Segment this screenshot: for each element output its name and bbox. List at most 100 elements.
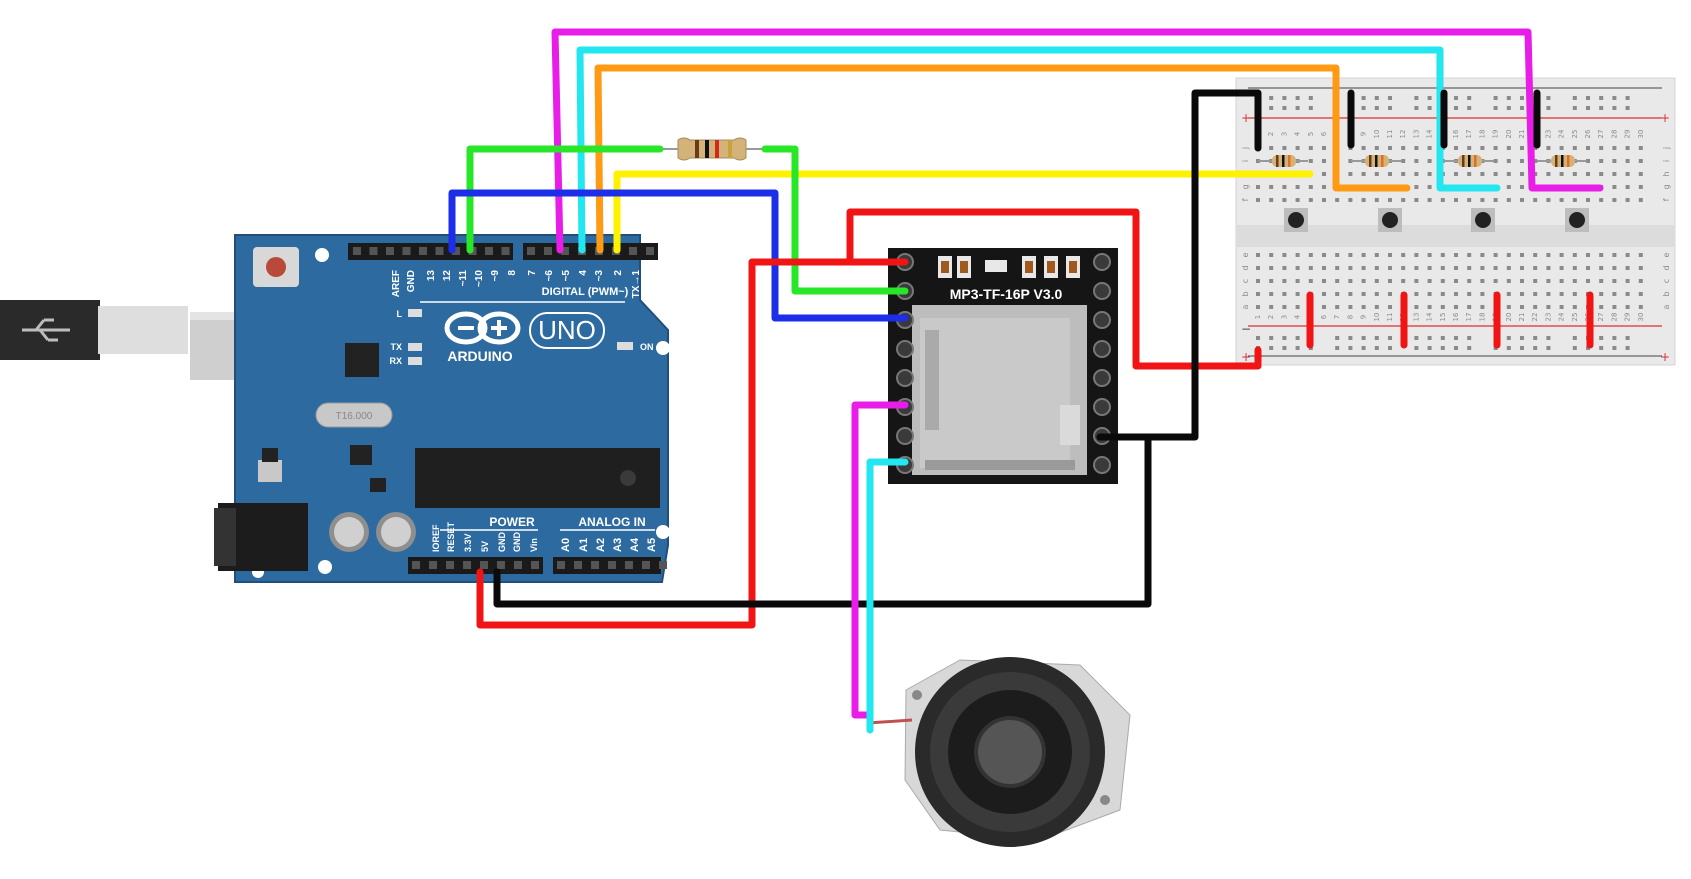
breadboard-column-number: 7 [1333,315,1341,319]
breadboard-column-number: 30 [1637,313,1645,322]
breadboard-column-number: 27 [1597,130,1605,139]
power-header-title: POWER [489,515,535,529]
breadboard-column-number: 18 [1478,313,1486,322]
digital-pin-label: 13 [426,270,437,282]
breadboard-row-letter: d [1662,265,1671,270]
breadboard-column-number: 3 [1280,315,1288,319]
atmega-chip [415,448,660,508]
breadboard-column-number: 14 [1426,129,1434,138]
breadboard-column-number: 20 [1505,130,1513,139]
mp3-tf-16p-module: MP3-TF-16P V3.0 [888,248,1118,484]
breadboard-column-number: 9 [1360,132,1368,136]
breadboard-column-number: 2 [1267,132,1275,136]
analog-pin-label: A2 [595,538,607,552]
breadboard-column-number: 11 [1386,313,1394,322]
breadboard-row-letter: j [1241,147,1250,150]
wire-red-2 [846,208,1262,370]
usb-icon [22,318,70,342]
rail-plus-tl: + [1241,111,1251,125]
breadboard-row-letter: a [1241,304,1250,309]
wires [448,28,1604,734]
breadboard-column-number: 24 [1558,312,1566,321]
wire-cyan [576,46,1501,254]
power-pin-label: Vin [529,538,539,552]
wire-magenta-speaker [851,401,909,719]
rail-minus-bl: − [1241,322,1251,336]
rail-plus-br: + [1660,350,1670,364]
breadboard-row-letter: i [1662,160,1671,162]
digital-pin-label: 12 [442,270,453,282]
breadboard-row-letter: a [1662,304,1671,309]
breadboard-column-number: 15 [1439,313,1447,322]
breadboard-column-number: 21 [1518,130,1526,139]
wire-black-2 [1144,89,1262,441]
breadboard-row-letter: d [1241,265,1250,270]
breadboard-column-number: 12 [1399,130,1407,139]
breadboard-column-number: 19 [1492,130,1500,139]
rail-plus-tr: + [1660,111,1670,125]
wire-blue [448,189,909,322]
wire-red [476,258,909,629]
breadboard-column-number: 20 [1505,313,1513,322]
digital-pin-label: 4 [578,270,589,276]
digital-pin-label: ~9 [490,270,501,282]
wire-black [493,433,1152,608]
arduino-model: UNO [538,315,596,345]
breadboard-column-number: 6 [1320,131,1328,136]
digital-pin-label: ~3 [594,270,605,282]
breadboard-column-number: 17 [1465,313,1473,322]
breadboard-row-letter: c [1662,279,1671,283]
analog-pin-label: A5 [646,538,658,552]
breadboard-column-number: 14 [1426,312,1434,321]
arduino-uno: T16.000 ARDUINO UNO L TX [214,234,670,583]
digital-header-title: DIGITAL (PWM~) [542,286,629,298]
breadboard-column-number: 22 [1531,313,1539,322]
breadboard-row-letter: f [1662,198,1671,201]
breadboard-column-number: 4 [1294,314,1302,319]
breadboard-column-number: 26 [1584,129,1592,138]
arduino-logo-text: ARDUINO [447,348,512,364]
breadboard-row-letter: g [1241,184,1250,189]
breadboard-column-number: 18 [1478,130,1486,139]
analog-pin-label: A0 [560,538,572,552]
wire-green [466,145,664,254]
crystal-label: T16.000 [336,411,373,422]
breadboard-column-number: 23 [1544,313,1552,322]
on-label: ON [640,342,654,352]
breadboard-column-number: 30 [1637,130,1645,139]
breadboard-column-number: 5 [1307,132,1315,136]
breadboard-column-number: 29 [1624,130,1632,139]
breadboard-column-number: 24 [1558,129,1566,138]
breadboard-column-number: 23 [1544,130,1552,139]
digital-pin-label: ~11 [458,270,469,287]
breadboard-column-number: 3 [1280,132,1288,136]
wire-magenta [551,28,1604,254]
breadboard-column-number: 13 [1412,130,1420,139]
digital-pin-label: 2 [613,270,624,276]
led-label-rx: RX [389,356,402,366]
breadboard-row-letter: b [1241,291,1250,296]
breadboard-column-number: 2 [1267,315,1275,319]
digital-pin-label: ~5 [561,270,572,282]
digital-pin-label: AREF [391,270,402,297]
breadboard-column-number: 17 [1465,130,1473,139]
breadboard-row-letter: f [1241,198,1250,201]
digital-pin-label: 7 [527,270,538,276]
analog-pin-label: A3 [612,538,624,552]
breadboard-row-letter: c [1241,279,1250,283]
digital-pin-label: TX→1 [631,270,642,299]
wire-yellow [613,170,1314,254]
power-pin-label: 3.3V [463,533,473,552]
breadboard-row-letter: g [1662,184,1671,189]
breadboard-column-number: 28 [1610,313,1618,322]
breadboard-column-number: 10 [1373,130,1381,139]
breadboard-column-number: 11 [1386,130,1394,139]
breadboard-row-letter: j [1662,147,1671,150]
digital-pin-label: ~6 [544,270,555,282]
power-pin-label: 5V [480,541,490,552]
breadboard-row-letter: h [1662,171,1671,176]
digital-pin-label: 8 [507,270,518,276]
power-pin-label: GND [497,532,507,553]
breadboard-row-letter: e [1241,252,1250,257]
